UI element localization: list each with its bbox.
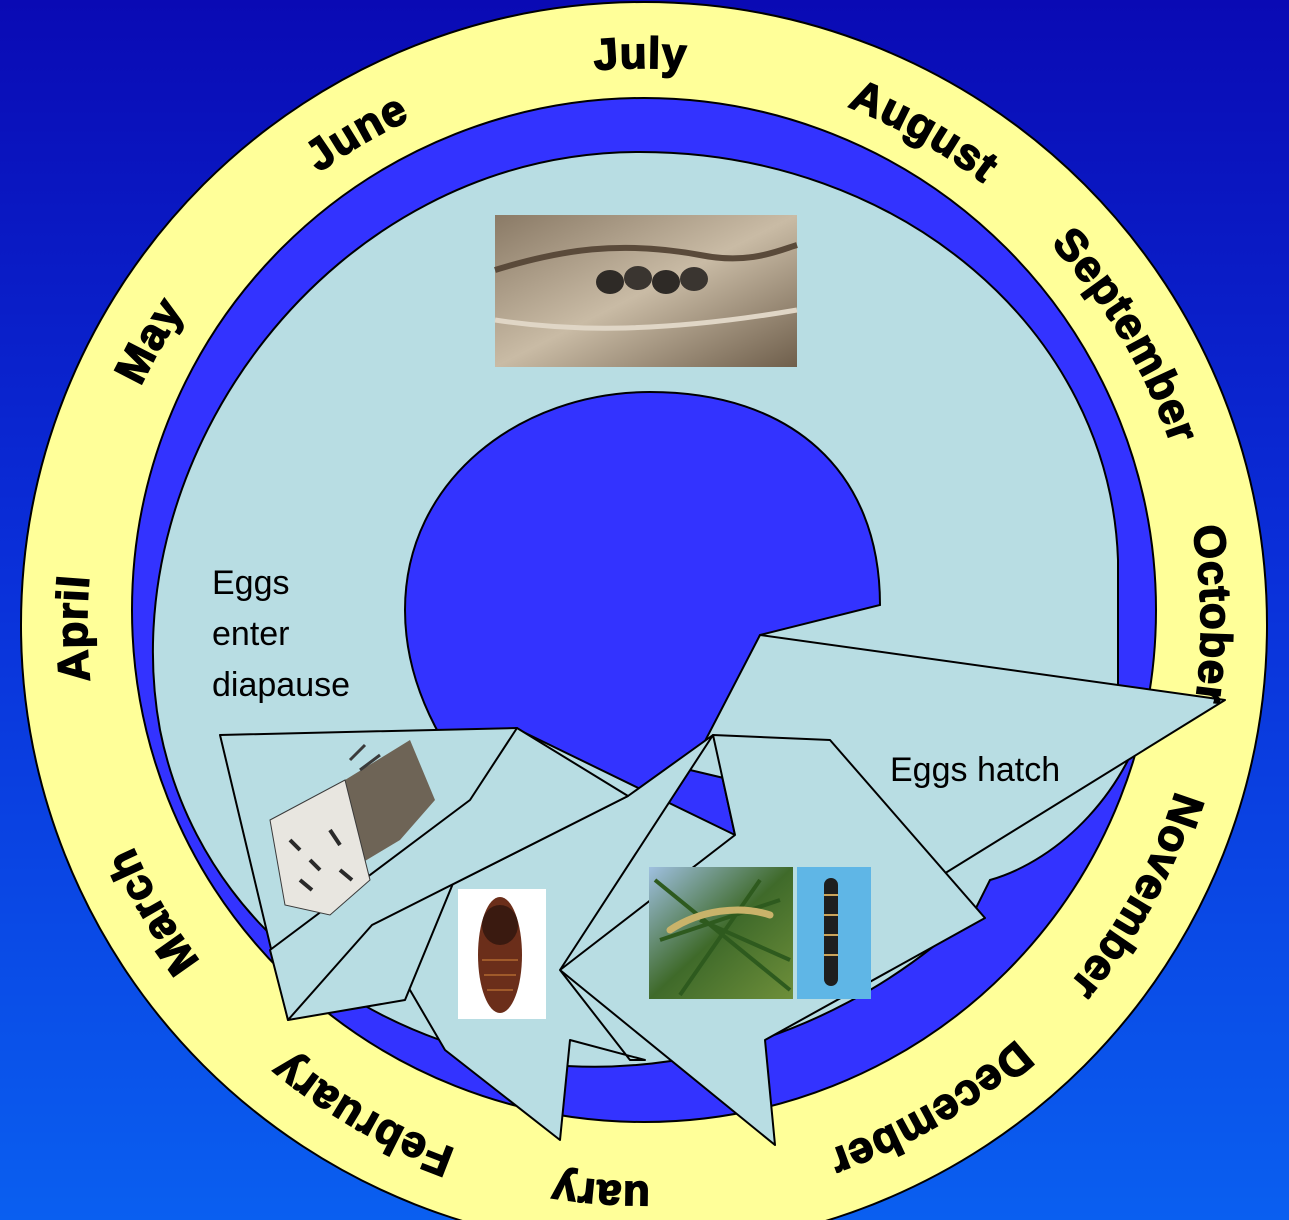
pupa-photo	[458, 889, 546, 1019]
month-april: April	[48, 573, 100, 684]
svg-text:April: April	[48, 573, 100, 684]
label-diapause-line1: Eggs	[212, 564, 290, 602]
svg-text:July: July	[592, 29, 689, 80]
single-larva-photo	[797, 867, 871, 999]
label-eggs-hatch: Eggs hatch	[890, 751, 1060, 789]
egg-mass-photo	[495, 215, 797, 367]
month-july: July	[592, 29, 689, 80]
svg-text:October: October	[1183, 521, 1240, 706]
label-diapause-line2: enter	[212, 615, 290, 653]
larvae-on-pine-photo	[649, 867, 793, 999]
month-october: October	[1183, 521, 1240, 706]
label-diapause-line3: diapause	[212, 666, 350, 704]
